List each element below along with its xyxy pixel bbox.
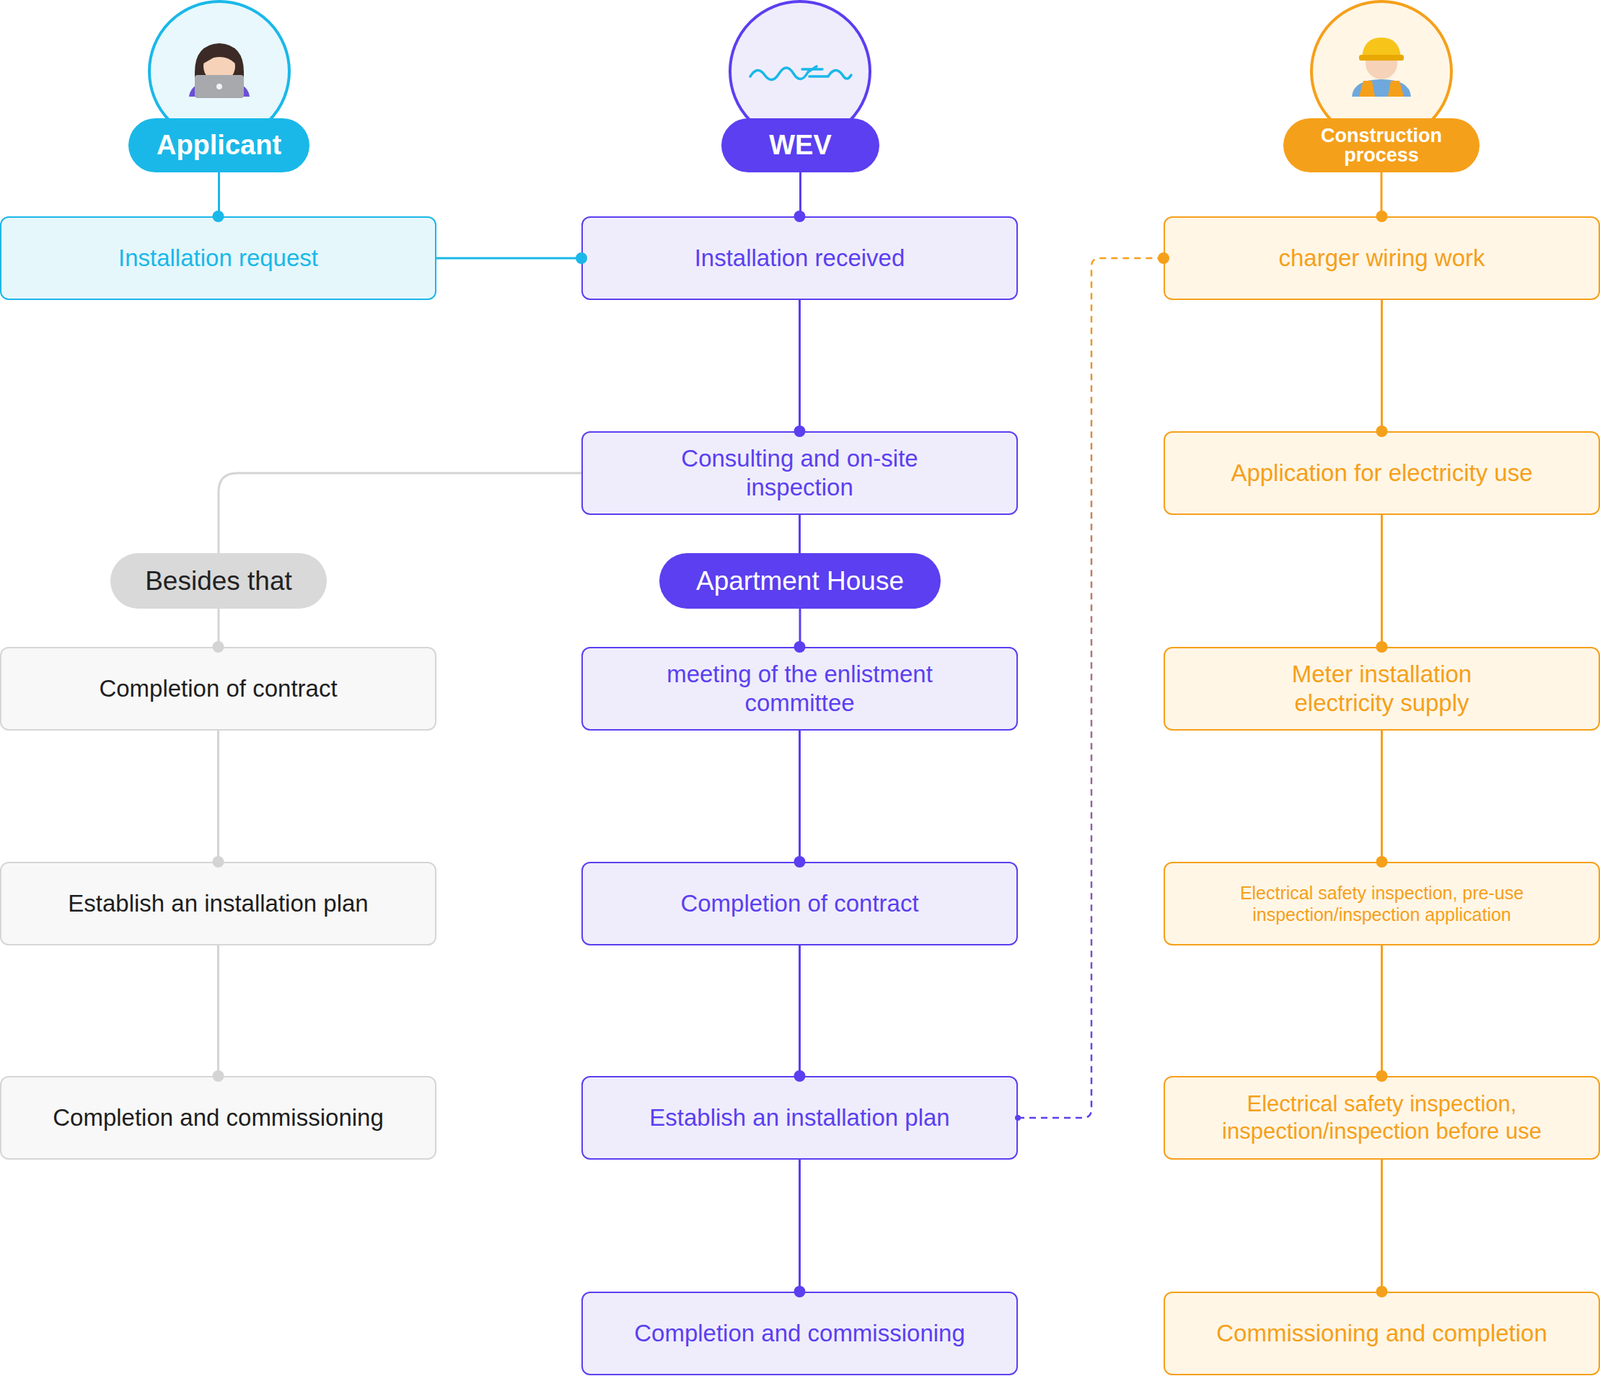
- connector-line: [1380, 945, 1383, 1077]
- connector-dot: [794, 210, 806, 223]
- connector-dot: [1157, 252, 1170, 265]
- process-box: Commissioning and completion: [1163, 1291, 1600, 1376]
- process-box: Consulting and on-site inspection: [581, 431, 1018, 516]
- connector-dot: [1376, 641, 1388, 653]
- process-box: charger wiring work: [1163, 216, 1600, 301]
- node-text: Electrical safety inspection, inspection…: [1170, 1090, 1593, 1146]
- node-text: Completion and commissioning: [634, 1319, 966, 1349]
- connector-dot: [1376, 1070, 1388, 1083]
- connector-dot: [794, 425, 806, 438]
- connector-dot: [575, 252, 588, 265]
- node-text: Establish an installation plan: [649, 1103, 950, 1133]
- wev-logo: [750, 66, 852, 81]
- worker-icon: [1351, 37, 1412, 97]
- connector-line: [436, 257, 582, 260]
- process-box: Completion of contract: [581, 862, 1018, 946]
- connector-dot: [1376, 210, 1388, 223]
- connector-line: [798, 730, 801, 863]
- process-box: Electrical safety inspection, pre-use in…: [1163, 862, 1600, 946]
- connector-dot: [1014, 1115, 1021, 1122]
- connector-line: [1380, 300, 1383, 432]
- node-text: Electrical safety inspection, pre-use in…: [1167, 882, 1598, 927]
- node-text: Completion and commissioning: [52, 1103, 384, 1133]
- connector-line: [799, 172, 802, 217]
- process-box: Installation received: [581, 216, 1018, 301]
- node-text: Installation request: [118, 243, 319, 273]
- connector-line: [1017, 258, 1164, 1119]
- connector-line: [1380, 515, 1383, 648]
- connector-dot: [794, 641, 806, 653]
- node-text: Completion of contract: [680, 889, 919, 919]
- connector-dot: [1376, 1286, 1388, 1298]
- connector-line: [217, 608, 221, 648]
- label-pill: Applicant: [128, 118, 310, 173]
- connector-line: [798, 945, 801, 1077]
- node-text: Consulting and on-site inspection: [655, 444, 945, 503]
- connector-dot: [794, 856, 806, 868]
- label-pill: Construction process: [1283, 118, 1480, 173]
- node-text: Meter installation electricity supply: [1245, 660, 1520, 719]
- process-box: Establish an installation plan: [0, 862, 437, 946]
- process-box: Electrical safety inspection, inspection…: [1163, 1076, 1600, 1160]
- node-text: Installation received: [694, 243, 906, 273]
- connector-line: [1380, 730, 1383, 863]
- connector-line: [798, 300, 801, 432]
- connector-dot: [212, 210, 225, 223]
- connector-dot: [794, 1070, 806, 1083]
- process-box: Meter installation electricity supply: [1163, 647, 1600, 731]
- process-box: Completion and commissioning: [581, 1291, 1018, 1376]
- connector-line: [798, 1159, 801, 1292]
- connector-dot: [1160, 255, 1167, 262]
- connector-line: [217, 172, 221, 217]
- process-box: Completion of contract: [0, 647, 437, 731]
- connector-dot: [212, 641, 225, 653]
- node-text: Construction process: [1309, 126, 1454, 166]
- node-text: Commissioning and completion: [1216, 1319, 1548, 1349]
- process-box: Establish an installation plan: [581, 1076, 1018, 1160]
- connector-dot: [212, 1070, 225, 1083]
- connector-line: [217, 945, 220, 1077]
- process-box: Completion and commissioning: [0, 1076, 437, 1160]
- connector-line: [1380, 172, 1383, 217]
- label-pill: Apartment House: [659, 553, 941, 609]
- connector-line: [217, 730, 220, 863]
- node-text: Establish an installation plan: [67, 889, 368, 919]
- node-text: Besides that: [144, 564, 293, 598]
- applicant-icon: [188, 43, 250, 99]
- node-text: Application for electricity use: [1230, 458, 1533, 488]
- process-box: Installation request: [0, 216, 437, 301]
- connector-line: [218, 473, 582, 554]
- node-text: WEV: [768, 128, 832, 162]
- node-text: charger wiring work: [1278, 243, 1485, 273]
- connector-line: [1380, 1159, 1383, 1292]
- process-box: meeting of the enlistment committee: [581, 647, 1018, 731]
- connector-line: [799, 608, 802, 648]
- node-text: meeting of the enlistment committee: [630, 660, 970, 719]
- process-box: Application for electricity use: [1163, 431, 1600, 516]
- label-pill: Besides that: [110, 553, 327, 609]
- label-pill: WEV: [721, 118, 880, 173]
- connector-dot: [794, 1286, 806, 1298]
- connector-dot: [212, 856, 225, 868]
- connector-dot: [1376, 425, 1388, 438]
- connector-line: [798, 515, 801, 554]
- node-text: Apartment House: [696, 564, 904, 598]
- node-text: Completion of contract: [98, 674, 337, 704]
- connector-dot: [1376, 856, 1388, 868]
- node-text: Applicant: [156, 128, 282, 162]
